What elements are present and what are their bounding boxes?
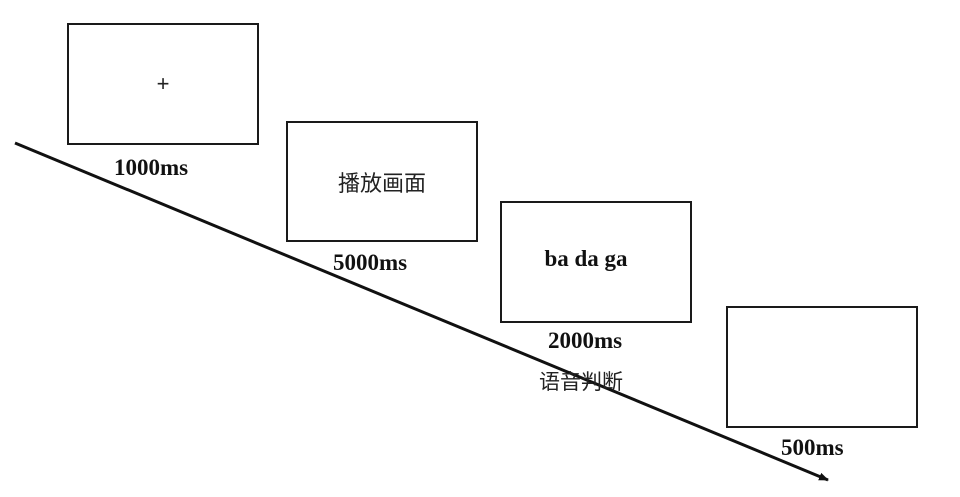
video-screen-text: 播放画面 [337, 171, 426, 197]
syllable-screen-text: ba da ga [544, 246, 628, 271]
blank-screen [726, 306, 918, 428]
speech-judgment-label: 语音判断 [539, 370, 623, 394]
duration-label-fixation: 1000ms [114, 155, 189, 180]
syllable-screen: ba da ga [500, 201, 692, 323]
video-screen: 播放画面 [286, 121, 478, 242]
fixation-cross: + [156, 71, 170, 96]
duration-label-syllables: 2000ms [548, 328, 623, 353]
duration-label-blank: 500ms [781, 435, 844, 460]
duration-label-video: 5000ms [333, 250, 408, 275]
fixation-screen: + [67, 23, 259, 145]
